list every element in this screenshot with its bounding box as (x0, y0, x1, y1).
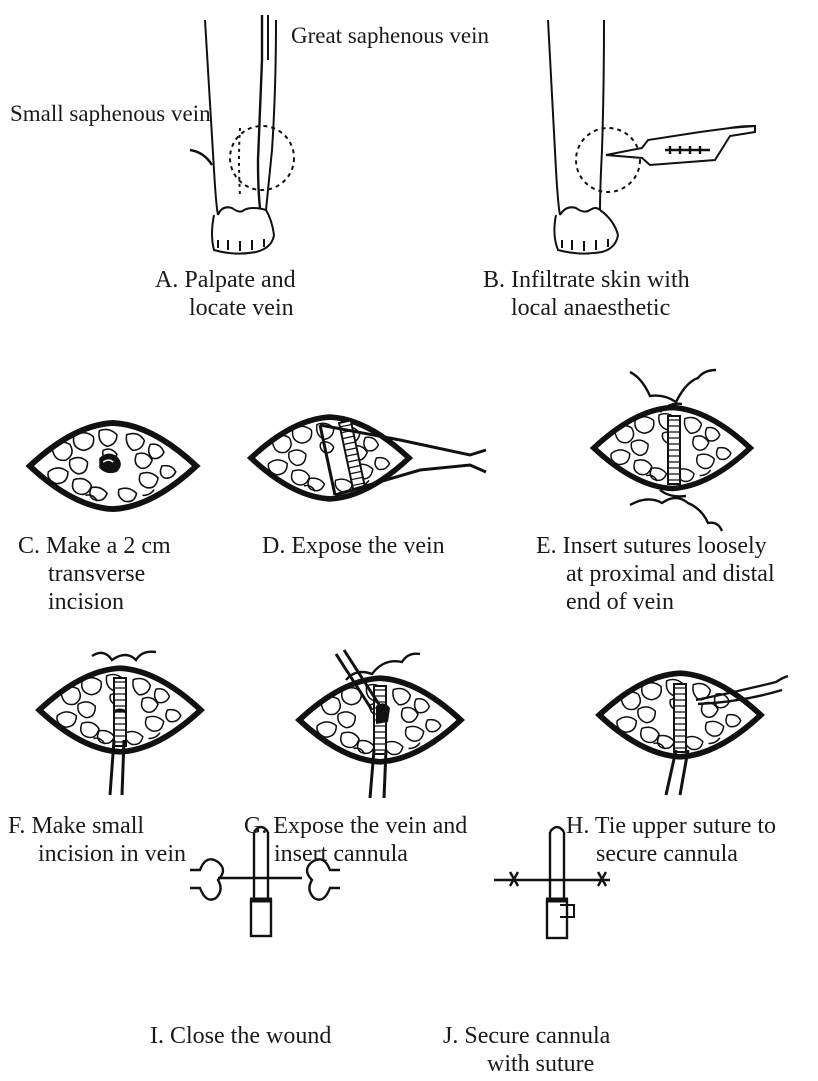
caption-j-letter: J. (443, 1023, 458, 1049)
caption-a-line-1: Palpate and (184, 267, 295, 293)
retractor-illustration-d (251, 417, 486, 499)
caption-i-line-1: Close the wound (170, 1023, 331, 1049)
caption-d-letter: D. (262, 533, 285, 559)
caption-c-letter: C. (18, 533, 40, 559)
caption-h-letter: H. (566, 813, 589, 839)
caption-h-line-1: Tie upper suture to (595, 813, 776, 839)
caption-a-letter: A. (155, 267, 178, 293)
caption-a-line-2: locate vein (155, 294, 296, 322)
caption-d: D. Expose the vein (262, 532, 445, 560)
caption-f-line-2: incision in vein (8, 840, 186, 868)
small-saphenous-label: Small saphenous vein (10, 100, 211, 128)
caption-c-line-3: incision (18, 588, 171, 616)
caption-e-letter: E. (536, 533, 557, 559)
sutures-illustration-e (594, 370, 750, 531)
incision-illustration-c (30, 423, 197, 509)
great-saphenous-label-line-2: saphenous vein (348, 23, 489, 48)
caption-j-line-1: Secure cannula (464, 1023, 610, 1049)
caption-c-line-1: Make a 2 cm (46, 533, 171, 559)
caption-f: F. Make small incision in vein (8, 812, 186, 868)
great-saphenous-label-line-1: Great (291, 23, 342, 48)
caption-g: G. Expose the vein and insert cannula (244, 812, 467, 868)
caption-h-line-2: secure cannula (566, 840, 776, 868)
great-saphenous-label: Great saphenous vein (291, 22, 489, 50)
caption-h: H. Tie upper suture to secure cannula (566, 812, 776, 868)
caption-g-letter: G. (244, 813, 267, 839)
caption-j-line-2: with suture (443, 1050, 610, 1078)
caption-e-line-1: Insert sutures loosely (563, 533, 767, 559)
tie-suture-illustration-h (599, 673, 788, 795)
small-saphenous-label-line-1: Small (10, 101, 64, 126)
caption-a: A. Palpate and locate vein (155, 266, 296, 322)
caption-i-letter: I. (150, 1023, 164, 1049)
caption-c-line-2: transverse (18, 560, 171, 588)
caption-e-line-2: at proximal and distal (536, 560, 775, 588)
caption-e-line-3: end of vein (536, 588, 775, 616)
caption-b: B. Infiltrate skin with local anaestheti… (483, 266, 690, 322)
caption-g-line-2: insert cannula (244, 840, 467, 868)
caption-c: C. Make a 2 cm transverse incision (18, 532, 171, 616)
caption-j: J. Secure cannula with suture (443, 1022, 610, 1078)
incision-vein-illustration-f (39, 652, 201, 795)
caption-i: I. Close the wound (150, 1022, 331, 1050)
caption-b-letter: B. (483, 267, 505, 293)
caption-f-letter: F. (8, 813, 25, 839)
caption-b-line-1: Infiltrate skin with (511, 267, 690, 293)
small-saphenous-label-line-2: saphenous vein (69, 101, 210, 126)
caption-e: E. Insert sutures loosely at proximal an… (536, 532, 775, 616)
caption-f-line-1: Make small (31, 813, 144, 839)
cannula-illustration-g (299, 650, 461, 798)
leg-illustration-b (548, 20, 755, 254)
leg-illustration-a (190, 15, 294, 254)
caption-d-line-1: Expose the vein (291, 533, 444, 559)
caption-g-line-1: Expose the vein and (273, 813, 467, 839)
caption-b-line-2: local anaesthetic (483, 294, 690, 322)
